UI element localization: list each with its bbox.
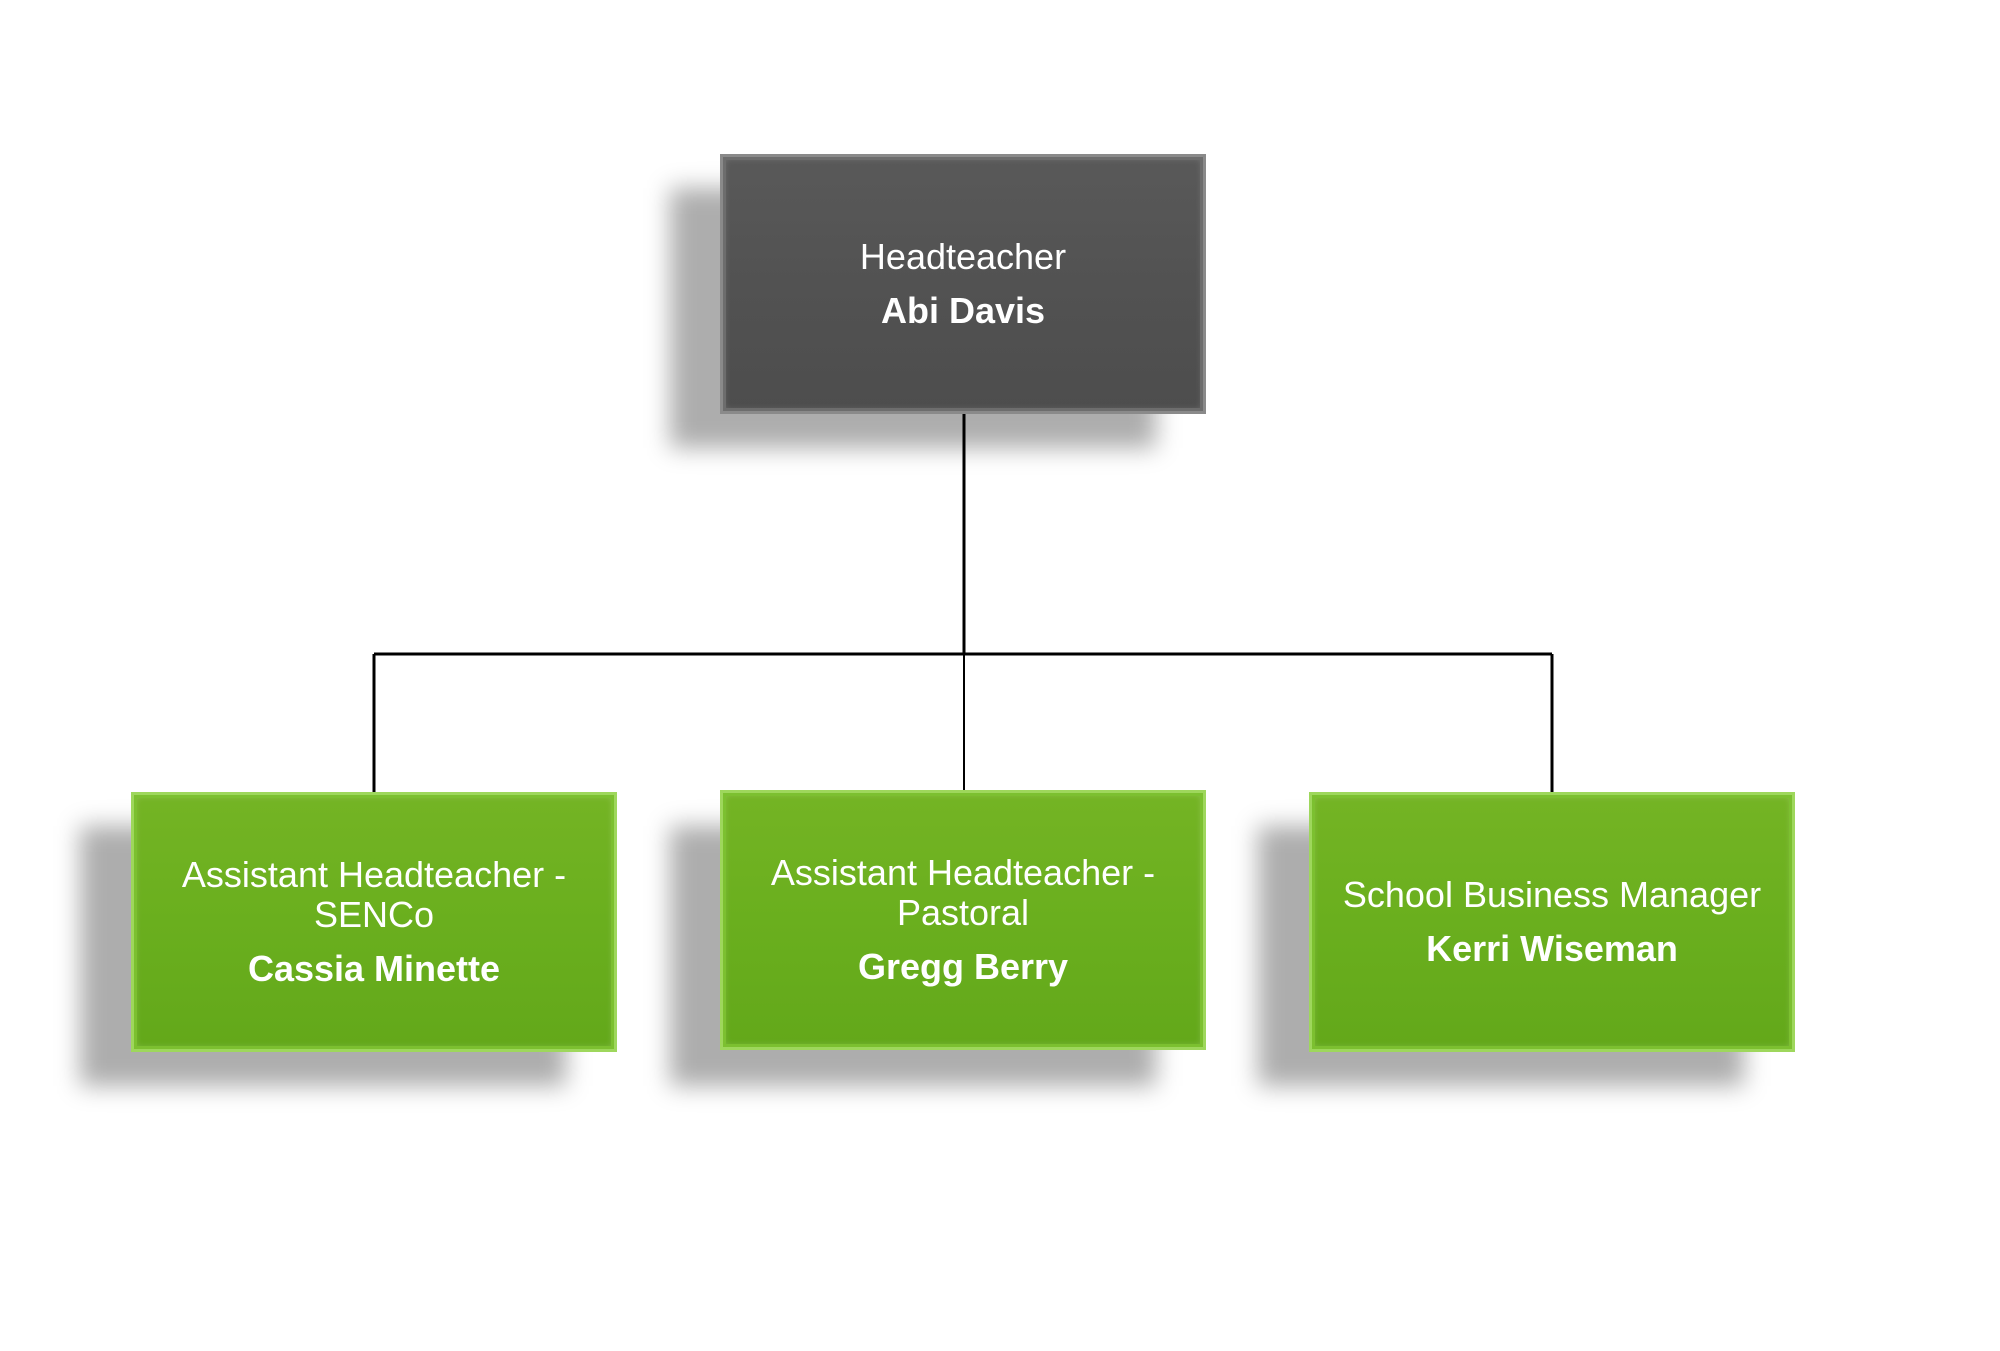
node-assistant-headteacher-pastoral: Assistant Headteacher - Pastoral Gregg B… [720, 790, 1206, 1050]
node-person-name: Kerri Wiseman [1426, 928, 1678, 969]
node-school-business-manager: School Business Manager Kerri Wiseman [1309, 792, 1795, 1052]
node-assistant-headteacher-senco: Assistant Headteacher - SENCo Cassia Min… [131, 792, 617, 1052]
node-role: Assistant Headteacher - SENCo [181, 854, 567, 935]
node-person-name: Abi Davis [880, 290, 1046, 331]
node-role: Assistant Headteacher - Pastoral [770, 852, 1156, 933]
node-headteacher: Headteacher Abi Davis [720, 154, 1206, 414]
node-role: School Business Manager [1342, 874, 1762, 915]
node-person-name: Cassia Minette [247, 948, 501, 989]
node-role: Headteacher [859, 236, 1067, 277]
node-person-name: Gregg Berry [857, 946, 1069, 987]
